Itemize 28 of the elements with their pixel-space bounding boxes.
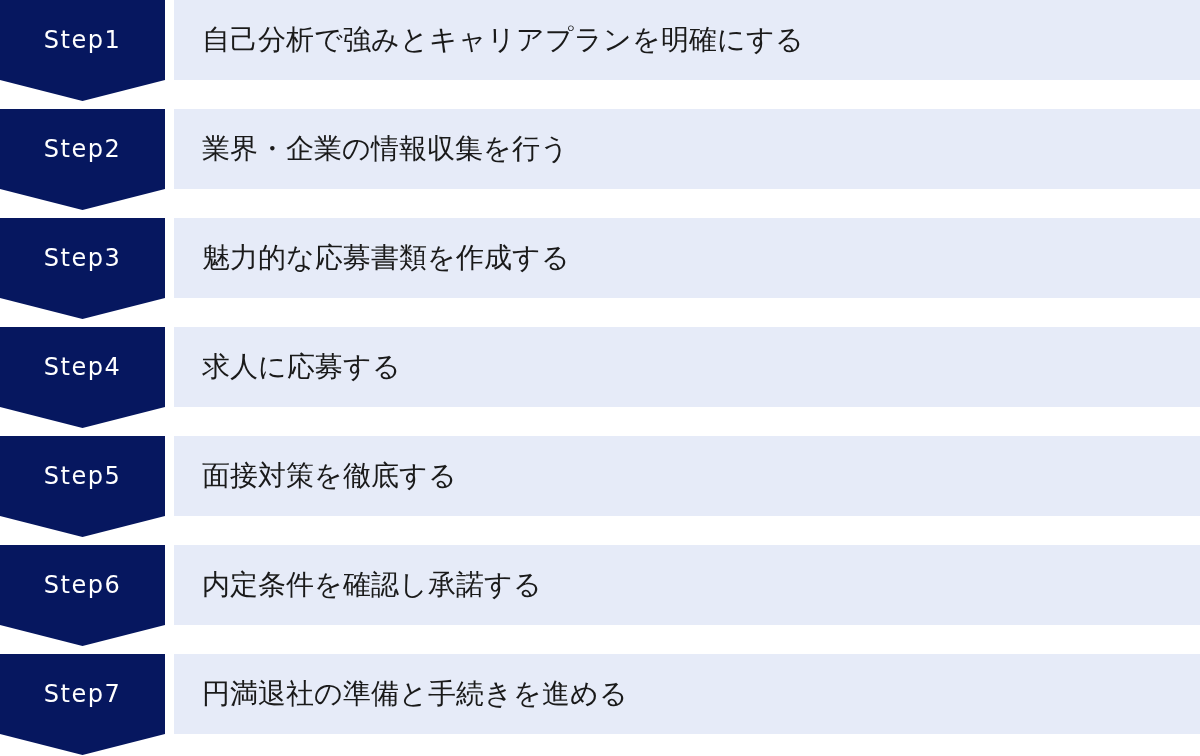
step-tab: [0, 0, 165, 101]
step-text: 面接対策を徹底する: [202, 458, 457, 494]
step-label: Step6: [43, 570, 122, 600]
step-label: Step1: [43, 25, 122, 55]
step-tab: [0, 109, 165, 210]
step-label: Step5: [43, 461, 122, 491]
step-bar: [174, 545, 1200, 625]
step-text: 円満退社の準備と手続きを進める: [202, 676, 628, 712]
step-text: 業界・企業の情報収集を行う: [202, 131, 569, 167]
step-tab: [0, 545, 165, 646]
step-label: Step2: [43, 134, 122, 164]
step-label: Step3: [43, 243, 122, 273]
step-bar: [174, 0, 1200, 80]
step-bar: [174, 654, 1200, 734]
step-tab: [0, 654, 165, 755]
step-bar: [174, 327, 1200, 407]
step-text: 内定条件を確認し承諾する: [202, 567, 542, 603]
step-text: 魅力的な応募書類を作成する: [202, 240, 570, 276]
step-bar: [174, 218, 1200, 298]
step-bar: [174, 436, 1200, 516]
step-tab: [0, 327, 165, 428]
step-text: 求人に応募する: [202, 349, 401, 385]
step-tab: [0, 436, 165, 537]
step-bar: [174, 109, 1200, 189]
step-text: 自己分析で強みとキャリアプランを明確にする: [202, 22, 804, 58]
step-label: Step4: [43, 352, 122, 382]
step-label: Step7: [43, 679, 122, 709]
step-tab: [0, 218, 165, 319]
